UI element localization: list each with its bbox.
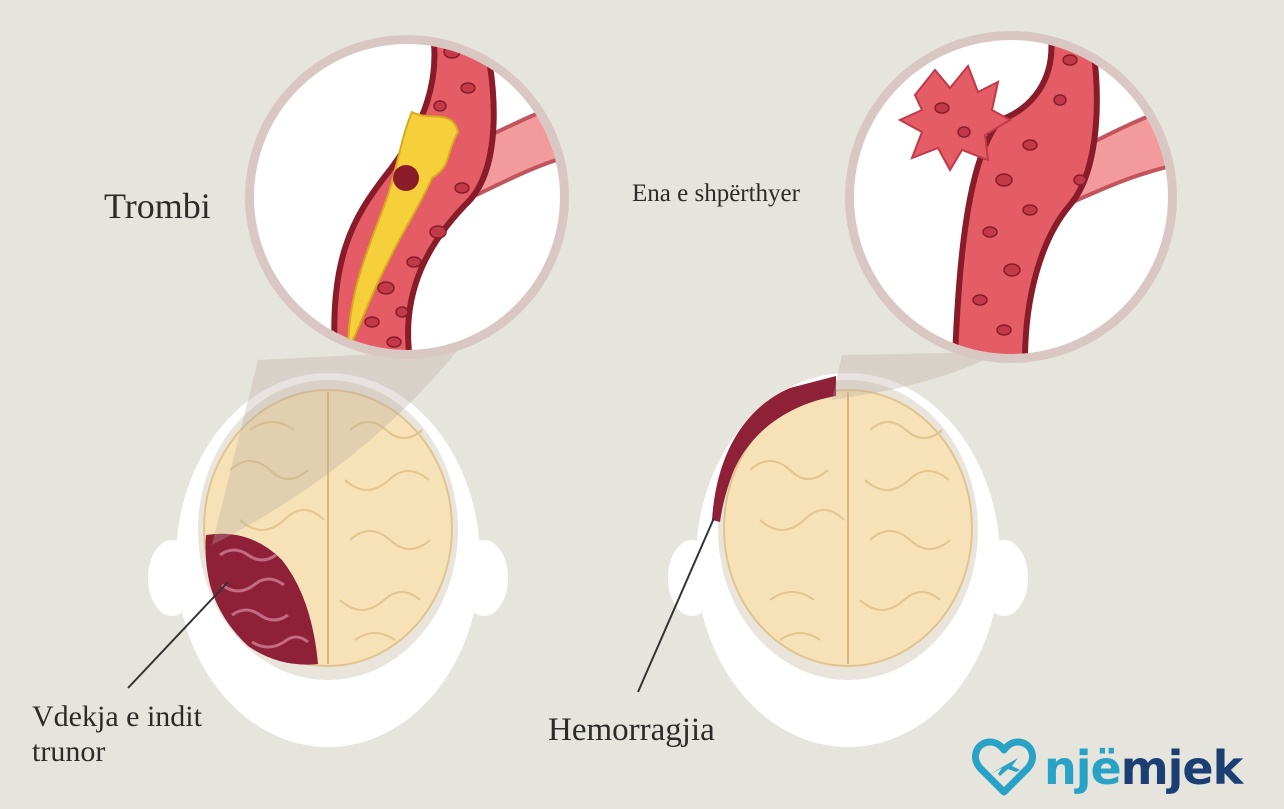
heart-airplane-icon — [972, 738, 1036, 796]
right-brain-folds — [749, 421, 951, 641]
left-head — [148, 373, 508, 747]
thrombus-clot-core — [393, 165, 419, 191]
left-brain-folds — [229, 421, 431, 641]
label-brain-tissue-death: Vdekja e indit trunor — [32, 700, 202, 768]
label-hemorrhage: Hemorragjia — [548, 712, 715, 748]
ruptured-main-vessel — [951, 40, 1100, 354]
label-thrombus: Trombi — [104, 186, 211, 226]
thrombus-clot — [347, 110, 460, 350]
logo-part-mjek: mjek — [1120, 741, 1243, 795]
damaged-brain-region — [205, 533, 318, 665]
ruptured-vessel-lens — [845, 31, 1177, 363]
right-head — [668, 373, 1028, 747]
thrombus-blood-cells — [364, 45, 476, 348]
logo-wordmark: njëmjek — [1044, 738, 1243, 798]
hemorrhage-region — [712, 376, 836, 522]
right-zoom-beam — [832, 352, 1000, 400]
blood-burst — [897, 64, 1012, 173]
logo-part-nje: një — [1044, 741, 1122, 795]
brand-logo: njëmjek — [972, 736, 1272, 800]
damaged-brain-folds — [219, 548, 309, 649]
ruptured-blood-cells — [934, 54, 1087, 336]
pointer-brain-tissue-death — [127, 581, 229, 689]
label-ruptured-vessel: Ena e shpërthyer — [632, 180, 800, 207]
pointer-hemorrhage — [637, 517, 715, 693]
thrombus-lens — [245, 35, 569, 359]
left-zoom-beam — [212, 350, 458, 545]
